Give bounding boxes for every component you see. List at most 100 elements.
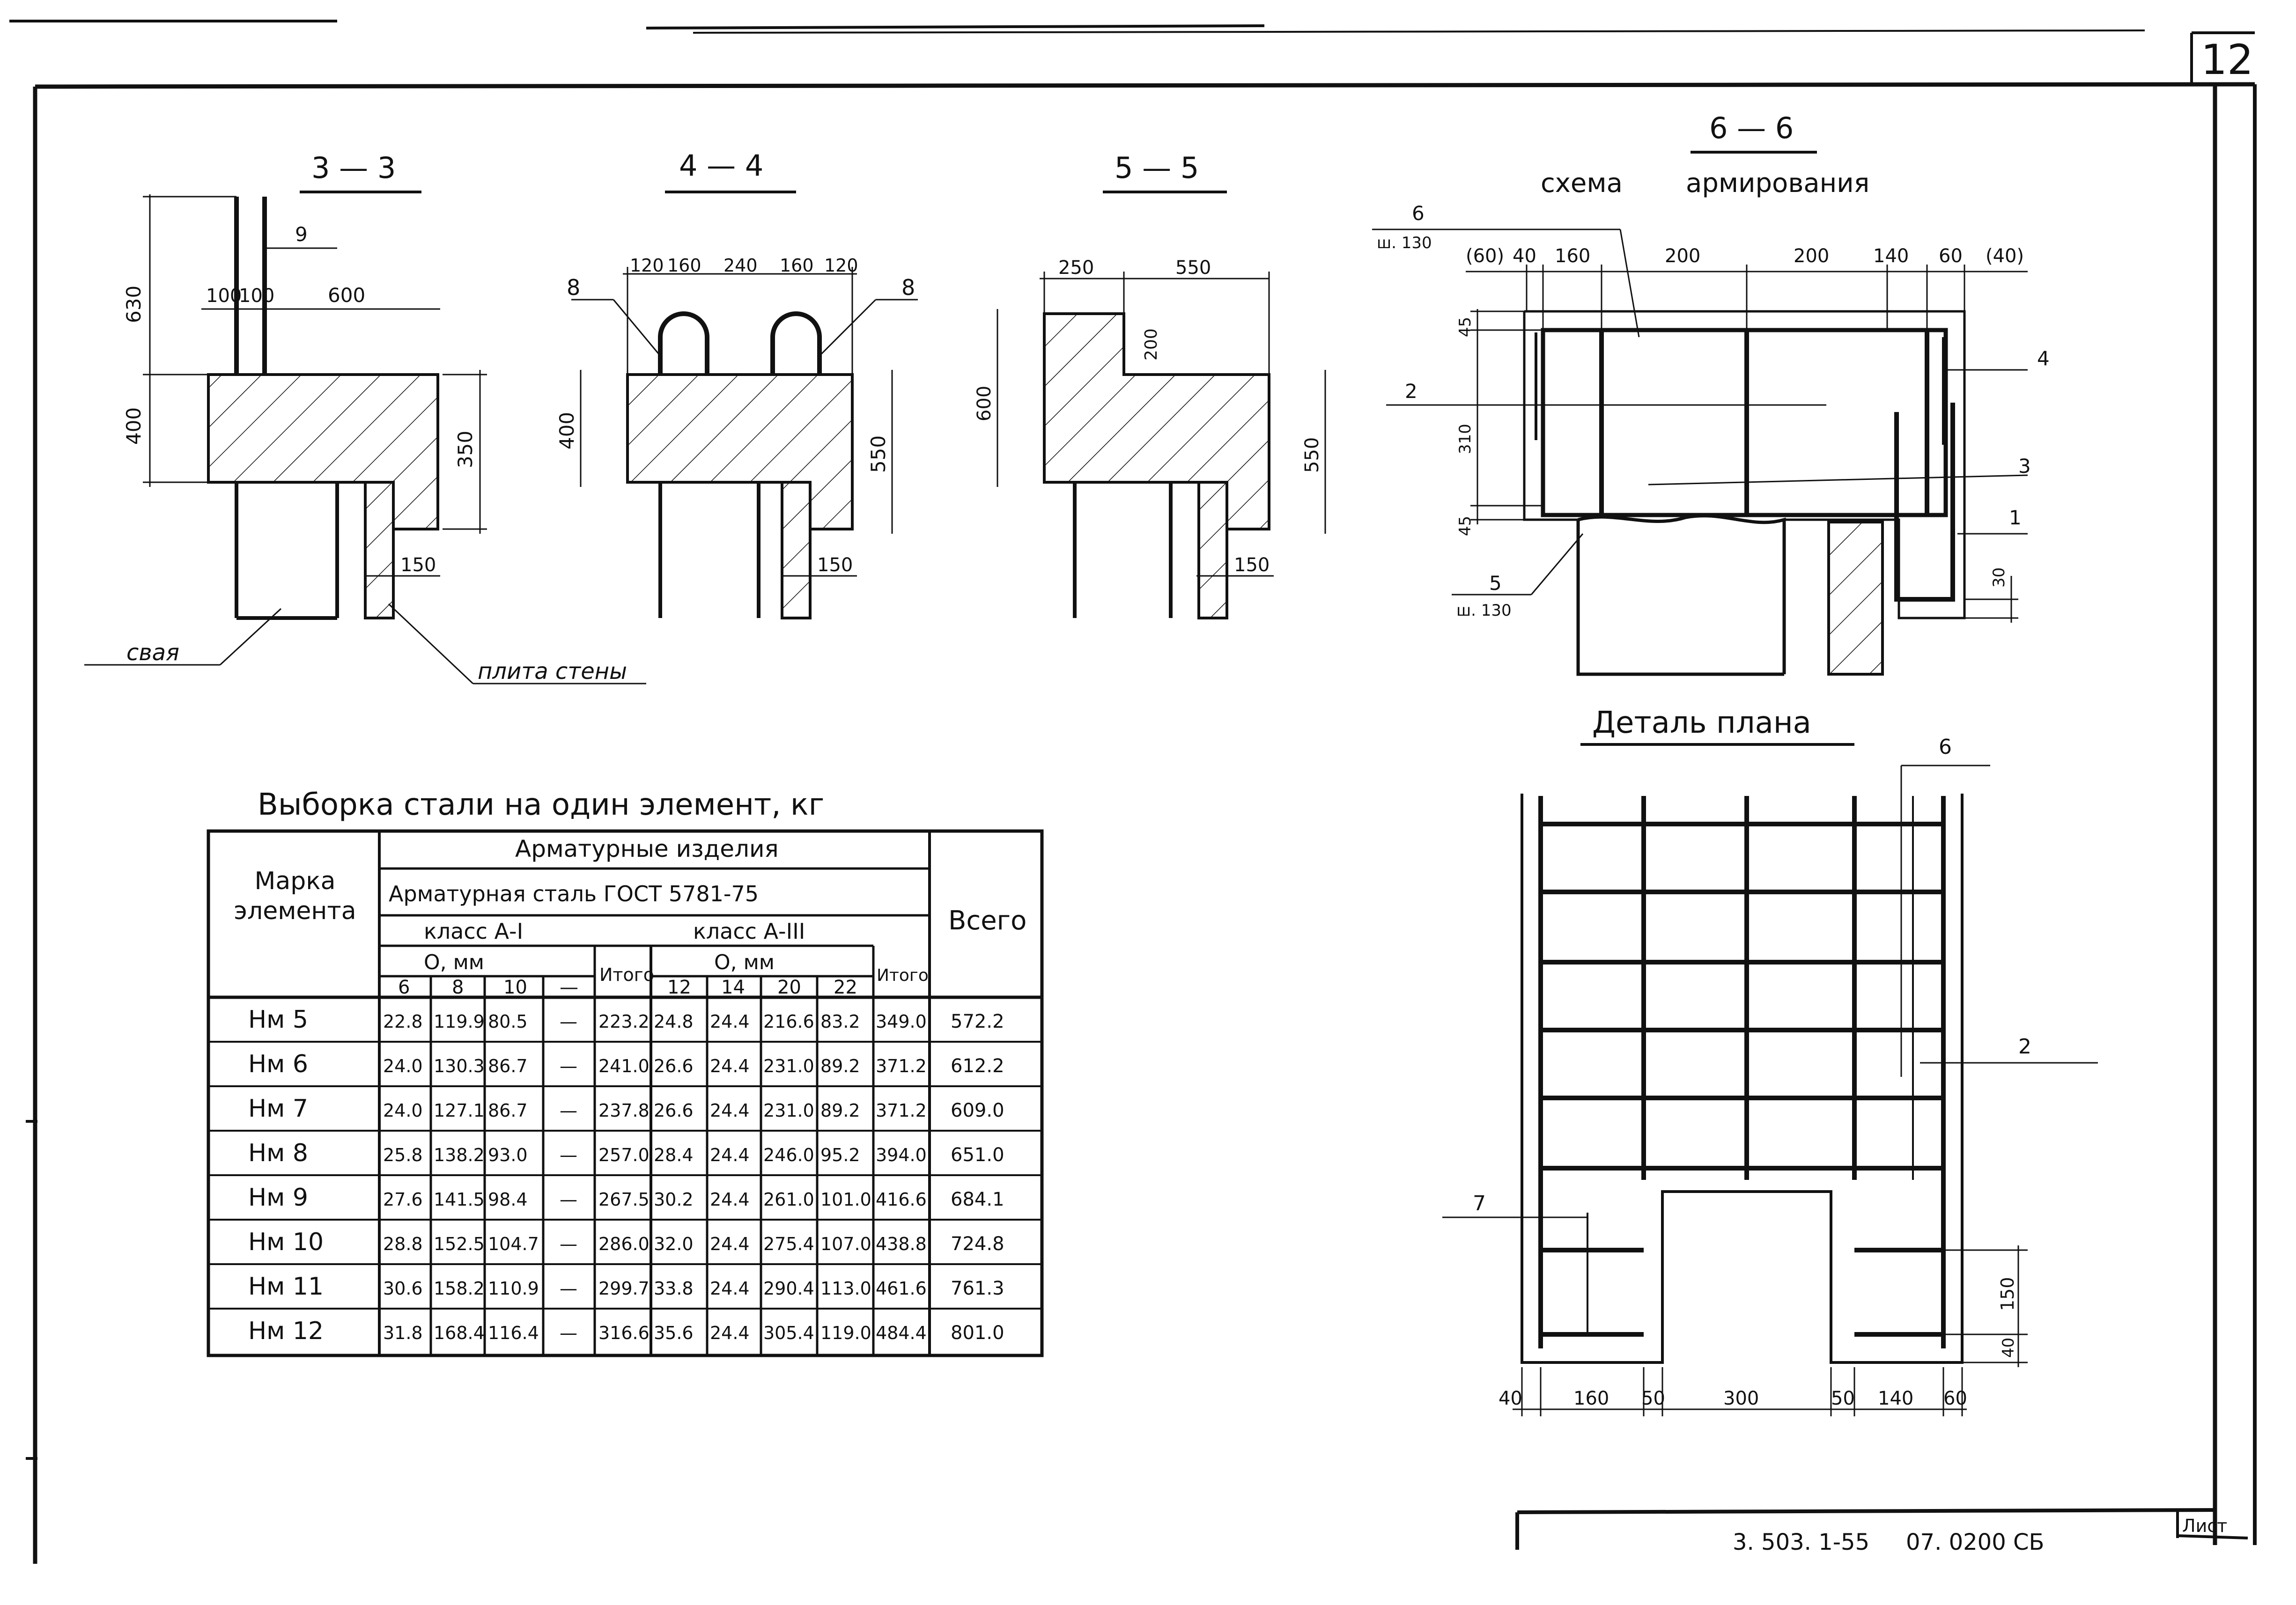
table-cell: 484.4 <box>876 1323 927 1343</box>
mark-6-6-4: 4 <box>2037 347 2050 370</box>
table-cell: 609.0 <box>951 1100 1004 1121</box>
mark-6-6-2: 2 <box>1405 380 1417 403</box>
table-cell: 95.2 <box>820 1145 860 1165</box>
section-4-4-title: 4 — 4 <box>679 148 763 183</box>
table-cell: 290.4 <box>763 1278 814 1299</box>
dim-4-4-e: 120 <box>824 255 858 276</box>
table-cell: 31.8 <box>383 1323 423 1343</box>
table-cell: 24.4 <box>710 1100 750 1121</box>
dim-6-6-v3: 45 <box>1456 516 1475 536</box>
mark-plan-7: 7 <box>1473 1192 1486 1215</box>
section-3-3: 3 — 3 630 400 350 100 100 600 150 9 сва <box>84 151 646 685</box>
section-6-6-subtitle-1: схема <box>1541 168 1623 199</box>
mark-4-4-left: 8 <box>567 275 580 300</box>
table-cell: 32.0 <box>654 1234 694 1254</box>
table-cell: 24.4 <box>710 1234 750 1254</box>
table-cell-mark: Нм 9 <box>248 1184 308 1212</box>
table-cell: 651.0 <box>951 1144 1004 1166</box>
dim-3-3-gap2: 100 <box>239 285 274 307</box>
table-cell: 257.0 <box>598 1145 650 1165</box>
table-cell: 27.6 <box>383 1189 423 1210</box>
section-6-6: 6 — 6 схема армирования <box>1372 111 2050 676</box>
table-cell: 86.7 <box>488 1056 528 1076</box>
header-d20: 20 <box>777 977 801 998</box>
table-cell: 371.2 <box>876 1100 927 1121</box>
table-cell: 33.8 <box>654 1278 694 1299</box>
table-cell: 305.4 <box>763 1323 814 1343</box>
table-cell: 24.4 <box>710 1011 750 1032</box>
dim-5-5-left: 600 <box>974 386 995 421</box>
dim-4-4-left: 400 <box>555 412 578 449</box>
table-cell-mark: Нм 10 <box>248 1228 324 1256</box>
dim-6-6-p3: 160 <box>1555 245 1590 267</box>
table-cell-mark: Нм 8 <box>248 1139 308 1167</box>
table-cell: 438.8 <box>876 1234 927 1254</box>
document-code: 3. 503. 1-55 <box>1733 1529 1869 1555</box>
mark-6-6-5-step: ш. 130 <box>1456 601 1512 620</box>
table-cell: 267.5 <box>598 1189 650 1210</box>
mark-6-6-6-step: ш. 130 <box>1377 234 1432 252</box>
table-cell: 30.2 <box>654 1189 694 1210</box>
sheet-frame <box>9 20 2257 1564</box>
mark-6-6-1: 1 <box>2009 506 2022 529</box>
mark-3-3-rod: 9 <box>295 223 308 246</box>
header-d12: 12 <box>667 977 691 998</box>
header-d14: 14 <box>721 977 745 998</box>
document-code-suffix: 07. 0200 СБ <box>1906 1529 2044 1555</box>
header-d6: 6 <box>398 977 410 998</box>
steel-table: Выборка стали на один элемент, кг <box>207 788 1044 1357</box>
table-cell: 35.6 <box>654 1323 694 1343</box>
dim-6-6-p8: (40) <box>1986 245 2024 267</box>
plan-detail: Деталь плана <box>1442 706 2098 1416</box>
dim-5-5-right: 550 <box>1301 437 1323 473</box>
table-cell: 152.5 <box>434 1234 485 1254</box>
table-cell: 24.4 <box>710 1189 750 1210</box>
table-cell: 26.6 <box>654 1100 694 1121</box>
table-cell: 761.3 <box>951 1278 1004 1299</box>
header-products: Арматурные изделия <box>515 835 779 862</box>
table-cell: 241.0 <box>598 1056 650 1076</box>
table-cell-mark: Нм 7 <box>248 1095 308 1123</box>
table-cell: 231.0 <box>763 1056 814 1076</box>
dim-6-6-p1: (60) <box>1466 245 1504 267</box>
header-class-1: класс А-I <box>424 919 523 944</box>
header-dia-1: O, мм <box>424 950 484 974</box>
dim-plan-d2: 160 <box>1573 1388 1609 1409</box>
dim-4-4-a: 120 <box>630 255 664 276</box>
dim-3-3-mid: 400 <box>122 407 145 445</box>
dim-3-3-right: 350 <box>454 431 477 468</box>
table-cell: 25.8 <box>383 1145 423 1165</box>
table-cell: 98.4 <box>488 1189 528 1210</box>
header-dash: — <box>560 977 578 998</box>
dim-plan-d4: 300 <box>1723 1388 1759 1409</box>
mark-4-4-right: 8 <box>901 275 915 300</box>
label-pile: свая <box>126 640 179 666</box>
table-cell: 26.6 <box>654 1056 694 1076</box>
dim-6-6-v2: 310 <box>1456 424 1475 454</box>
sheet-stamp-label: Лист <box>2182 1516 2227 1536</box>
dim-6-6-p7: 60 <box>1939 245 1963 267</box>
table-cell: — <box>560 1278 577 1299</box>
table-cell: 801.0 <box>951 1322 1004 1344</box>
table-cell: — <box>560 1011 577 1032</box>
dim-plan-d7: 60 <box>1943 1388 1967 1409</box>
table-cell: 24.8 <box>654 1011 694 1032</box>
table-cell: — <box>560 1056 577 1076</box>
table-cell: 24.4 <box>710 1323 750 1343</box>
table-cell: 93.0 <box>488 1145 528 1165</box>
mark-6-6-5: 5 <box>1489 572 1502 595</box>
dim-4-4-right: 550 <box>867 435 890 473</box>
table-cell: 158.2 <box>434 1278 485 1299</box>
header-mark: Марка элемента <box>234 867 356 925</box>
table-cell: 261.0 <box>763 1189 814 1210</box>
table-cell: 461.6 <box>876 1278 927 1299</box>
header-d22: 22 <box>834 977 857 998</box>
section-6-6-subtitle-2: армирования <box>1686 168 1869 199</box>
dim-4-4-slab: 150 <box>817 554 853 576</box>
table-cell: 110.9 <box>488 1278 539 1299</box>
table-cell: 237.8 <box>598 1100 650 1121</box>
dim-5-5-step: 200 <box>1142 328 1161 361</box>
table-cell-mark: Нм 11 <box>248 1273 324 1301</box>
